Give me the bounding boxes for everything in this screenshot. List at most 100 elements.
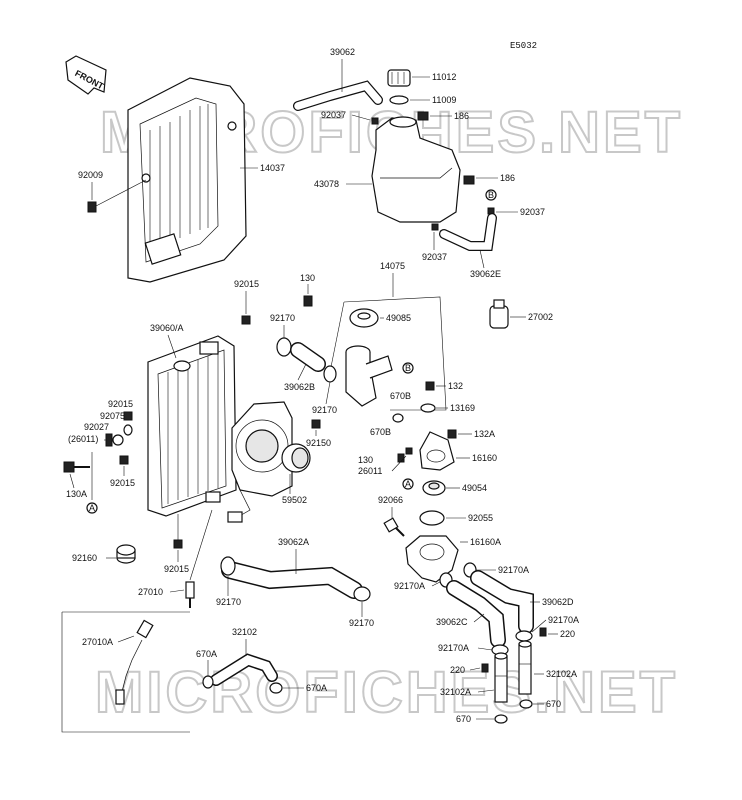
callout-14037: 14037 (260, 163, 285, 173)
callout-32102a-right: 32102A (546, 669, 577, 679)
callout-220-left: 220 (450, 665, 465, 675)
clamp-92037-top (371, 117, 379, 125)
clip-92015-top (241, 315, 251, 325)
clamp-92170-lower-left (220, 556, 236, 576)
callout-32102a-left: 32102A (440, 687, 471, 697)
callout-130-mid: 130 (358, 455, 373, 465)
coolant-reservoir (371, 116, 461, 223)
callout-92170-lower-right: 92170 (349, 618, 374, 628)
callout-92170a-3: 92170A (548, 615, 579, 625)
bolt-186-side (463, 175, 475, 185)
hose-39062 (293, 80, 383, 111)
callout-92066: 92066 (378, 495, 403, 505)
page-code: E5032 (510, 41, 537, 51)
clamp-92170a-3 (515, 630, 533, 642)
callout-670b-upper: 670B (390, 391, 411, 401)
pipe-32102 (210, 653, 278, 686)
watermark-bottom: MICROFICHES.NET (95, 660, 678, 725)
callout-92037-top: 92037 (321, 110, 346, 120)
screw-220-left (481, 663, 489, 673)
callout-32102: 32102 (232, 627, 257, 637)
callout-670b-lower: 670B (370, 427, 391, 437)
callout-220-right: 220 (560, 629, 575, 639)
clip-92015-lower (119, 455, 129, 465)
callout-92170-upper: 92170 (270, 313, 295, 323)
callout-670a-right: 670A (306, 683, 327, 693)
callout-670-right: 670 (546, 699, 561, 709)
callout-b-mid: B (405, 363, 411, 373)
callout-92015-left: 92015 (108, 399, 133, 409)
thermostat-49054 (422, 480, 446, 496)
fan-motor (227, 401, 311, 523)
callout-13169: 13169 (450, 403, 475, 413)
callout-b-top: B (488, 190, 494, 200)
pipe-32102a-right (518, 640, 532, 695)
callout-92009: 92009 (78, 170, 103, 180)
callout-130-top: 130 (300, 273, 315, 283)
clamp-92170-mid (323, 365, 337, 383)
callout-92015-top: 92015 (234, 279, 259, 289)
oring-670-left (494, 714, 508, 724)
washer-92027 (112, 434, 124, 446)
radiator-core (147, 335, 237, 517)
oring-670a-left (202, 675, 214, 689)
callout-39062e: 39062E (470, 269, 501, 279)
bolt-130a (63, 461, 90, 473)
oring-670b (392, 413, 404, 423)
callout-14075: 14075 (380, 261, 405, 271)
bolt-92009 (87, 179, 147, 213)
reservoir-cap (387, 69, 411, 87)
clamp-92170-left (276, 337, 292, 357)
radiator-cap-49085 (349, 308, 379, 328)
callout-27010: 27010 (138, 587, 163, 597)
callout-92170-mid: 92170 (312, 405, 337, 415)
ref-b-circle-mid (402, 362, 414, 374)
bolt-132 (425, 381, 435, 391)
callout-26011-paren: (26011) (68, 434, 98, 444)
callout-92037-bottom: 92037 (422, 252, 447, 262)
callout-92015-lower: 92015 (110, 478, 135, 488)
filler-neck (345, 345, 393, 407)
hose-39062a (221, 561, 363, 599)
callout-27002: 27002 (528, 312, 553, 322)
callout-11009: 11009 (432, 95, 456, 105)
callout-39062a: 39062A (278, 537, 309, 547)
bolt-130-mid (397, 453, 405, 463)
callout-92170-lower-left: 92170 (216, 597, 241, 607)
callout-92075: 92075 (100, 411, 125, 421)
callout-92160: 92160 (72, 553, 97, 563)
ref-b-circle-top (485, 189, 497, 201)
callout-186-side: 186 (500, 173, 515, 183)
clamp-92037-bottom (431, 223, 439, 231)
thermostat-cover-16160 (419, 431, 455, 471)
callout-26011: 26011 (358, 466, 382, 476)
callout-59502: 59502 (282, 495, 307, 505)
callout-670a-left: 670A (196, 649, 217, 659)
clip-92015-bottom (173, 539, 183, 549)
oring-670a-right (269, 682, 283, 694)
callout-39062d: 39062D (542, 597, 574, 607)
cap-gasket (389, 95, 409, 105)
callout-39062: 39062 (330, 47, 355, 57)
part-27002 (489, 299, 509, 329)
hose-39062d (470, 570, 534, 634)
callout-92170a-4: 92170A (438, 643, 469, 653)
callout-92150: 92150 (306, 438, 331, 448)
callout-186-top: 186 (454, 111, 469, 121)
callout-27010a: 27010A (82, 637, 113, 647)
front-arrow-icon: FRONT (65, 55, 107, 95)
callout-92027: 92027 (84, 422, 109, 432)
callout-39060a: 39060/A (150, 323, 184, 333)
callout-92170a-left: 92170A (394, 581, 425, 591)
ref-a-circle-mid (402, 478, 414, 490)
oring-92055 (419, 510, 445, 526)
bolt-186-top (417, 111, 429, 121)
ref-a-circle-left (86, 502, 98, 514)
callout-92037-right: 92037 (520, 207, 545, 217)
screw-220-right (539, 627, 547, 637)
fan-switch-27010 (185, 581, 195, 608)
callout-16160a: 16160A (470, 537, 501, 547)
radiator-shroud (127, 77, 247, 283)
hose-39062b (290, 342, 326, 372)
